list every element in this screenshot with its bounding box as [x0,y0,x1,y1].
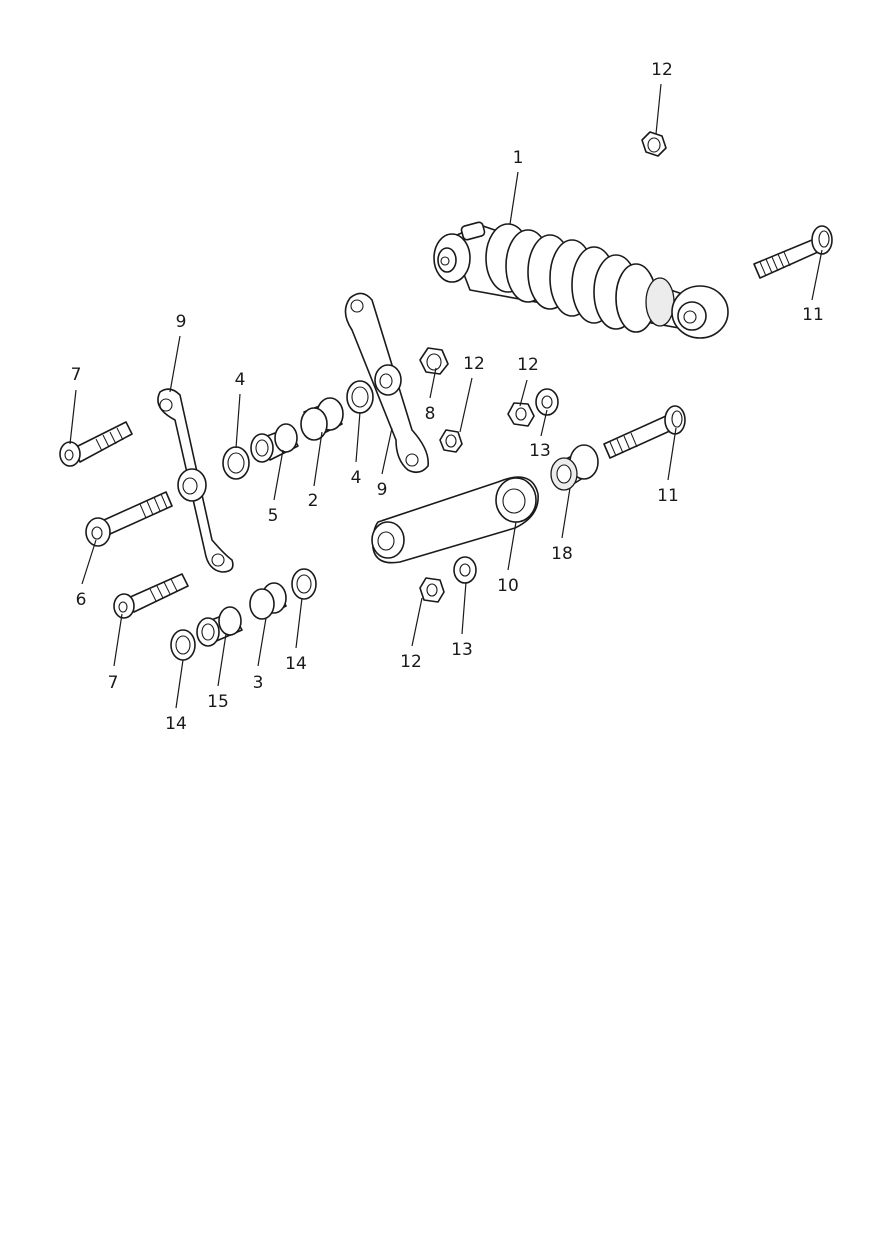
leader-lines [69,83,823,709]
callout-18: 18 [551,544,573,564]
shock-spring [485,223,657,333]
spacer-15[interactable] [196,606,243,647]
bolt-7-top[interactable] [59,421,133,467]
callout-13: 13 [529,441,551,461]
flange-nut-right[interactable] [507,402,535,427]
bush-18[interactable] [550,444,599,491]
spacer-5[interactable] [250,423,299,463]
callout-2: 2 [308,491,319,511]
bush-2[interactable] [300,397,344,441]
bush-3[interactable] [249,582,287,620]
callout-12: 12 [463,354,485,374]
callout-12: 12 [517,355,539,375]
callout-15: 15 [207,692,229,712]
callout-11: 11 [802,305,824,325]
washer-4-left[interactable] [222,446,250,480]
callout-1: 1 [513,148,524,168]
callout-14: 14 [285,654,307,674]
washer-13-top[interactable] [535,388,559,416]
washer-14-left[interactable] [170,629,196,661]
callout-13: 13 [451,640,473,660]
washer-14-right[interactable] [291,568,317,600]
callout-12: 12 [400,652,422,672]
callout-3: 3 [253,673,264,693]
callout-4: 4 [351,468,362,488]
bolt-6[interactable] [85,491,173,547]
callout-4: 4 [235,370,246,390]
bolt-top-right[interactable] [753,225,833,279]
callout-5: 5 [268,506,279,526]
callout-11: 11 [657,486,679,506]
flange-nut-mid[interactable] [439,429,463,453]
linkage-plate-left[interactable] [157,388,234,573]
callout-9: 9 [176,312,187,332]
callout-9: 9 [377,480,388,500]
washer-4-right[interactable] [346,380,374,414]
callout-8: 8 [425,404,436,424]
linkage-plate-right[interactable] [344,292,429,474]
callout-labels: 12 1 11 9 7 4 12 12 8 13 4 9 5 2 11 18 6… [71,60,824,734]
flange-nut-bottom[interactable] [419,577,445,603]
flange-nut-top[interactable] [641,131,667,157]
drag-link[interactable] [371,476,539,564]
callout-7: 7 [108,673,119,693]
nut-8[interactable] [419,347,449,375]
callout-14: 14 [165,714,187,734]
washer-13-bottom[interactable] [453,556,477,584]
bolt-7-bottom[interactable] [113,573,189,619]
rear-shock-absorber[interactable] [433,221,729,339]
callout-10: 10 [497,576,519,596]
callout-12: 12 [651,60,673,80]
bolt-11-mid[interactable] [603,405,686,459]
callout-7: 7 [71,365,82,385]
callout-6: 6 [76,590,87,610]
